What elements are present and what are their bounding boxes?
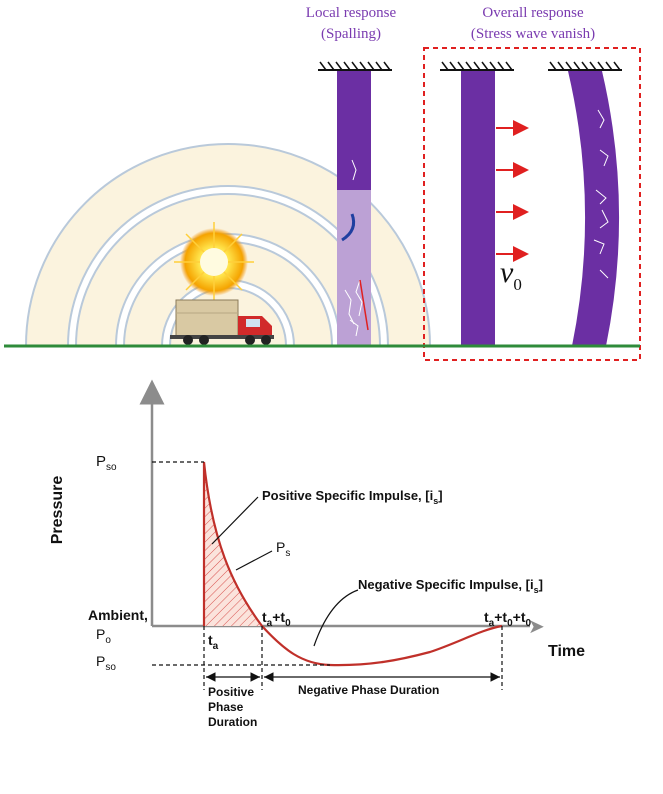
negative-impulse-pointer bbox=[313, 589, 359, 647]
hatched-support-icon bbox=[440, 61, 514, 71]
overall-response-box bbox=[423, 47, 641, 361]
positive-impulse-pointer bbox=[211, 496, 259, 545]
ambient-p-label: Po bbox=[96, 626, 111, 646]
positive-phase-label-3: Duration bbox=[208, 715, 257, 729]
ta-t0-label: ta+t0 bbox=[262, 609, 291, 629]
local-response-column bbox=[318, 61, 392, 346]
positive-impulse-region bbox=[204, 462, 262, 626]
overall-straight-column bbox=[440, 61, 514, 346]
hatched-support-icon bbox=[548, 61, 622, 71]
local-response-title: Local response bbox=[306, 5, 397, 21]
overall-deflected-column bbox=[548, 61, 622, 346]
hatched-support-icon bbox=[318, 61, 392, 71]
truck-icon bbox=[170, 299, 274, 345]
positive-phase-label-1: Positive bbox=[208, 685, 254, 699]
velocity-arrows bbox=[496, 120, 529, 262]
p-so-negative-label: Pso bbox=[96, 653, 116, 673]
negative-phase-label: Negative Phase Duration bbox=[298, 683, 439, 697]
pressure-time-graph: ➤ Pressure Time Pso Ambient, Po Pso Posi… bbox=[49, 379, 585, 729]
ps-pointer bbox=[235, 550, 273, 571]
overall-response-subtitle: (Stress wave vanish) bbox=[471, 26, 595, 42]
p-so-label: Pso bbox=[96, 453, 117, 473]
x-axis-arrow-icon: ➤ bbox=[528, 616, 545, 638]
ta-t0-t0-label: ta+t0+t0 bbox=[484, 609, 531, 629]
local-response-subtitle: (Spalling) bbox=[321, 26, 381, 42]
positive-impulse-label: Positive Specific Impulse, [is] bbox=[262, 488, 443, 506]
y-axis-label: Pressure bbox=[49, 476, 66, 545]
positive-phase-label-2: Phase bbox=[208, 700, 244, 714]
pressure-curve bbox=[202, 461, 503, 667]
negative-impulse-label: Negative Specific Impulse, [is] bbox=[358, 577, 543, 595]
ps-label: Ps bbox=[276, 539, 290, 559]
velocity-label: v0 bbox=[500, 256, 522, 294]
x-axis-label: Time bbox=[548, 643, 585, 660]
overall-response-title: Overall response bbox=[482, 5, 584, 21]
ta-label: ta bbox=[208, 632, 219, 652]
explosion-icon bbox=[174, 222, 254, 302]
ambient-label: Ambient, bbox=[88, 607, 148, 623]
